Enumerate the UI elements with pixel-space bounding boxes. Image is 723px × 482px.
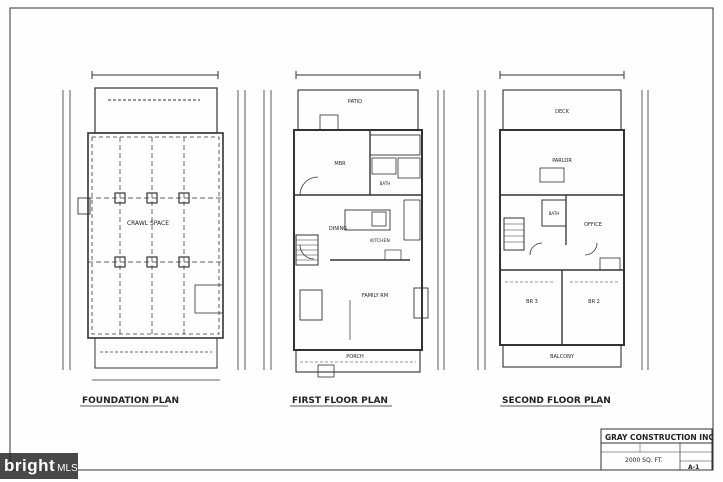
company-name: GRAY CONSTRUCTION INC [605, 433, 714, 442]
room-family: FAMILY RM [362, 293, 388, 299]
room-porch: PORCH [346, 354, 364, 360]
room-br3: BR 3 [526, 299, 538, 305]
room-parlor: PARLOR [552, 158, 572, 164]
room-mbr: MBR [334, 161, 346, 167]
room-kitchen: KITCHEN [370, 238, 390, 244]
sheet-number: A-1 [688, 464, 699, 471]
room-patio: PATIO [348, 99, 362, 105]
foundation-plan [62, 71, 246, 381]
room-balcony: BALCONY [550, 354, 575, 360]
first-floor-plan-title: FIRST FLOOR PLAN [292, 396, 388, 406]
foundation-plan-title: FOUNDATION PLAN [82, 396, 179, 406]
room-bath-first: BATH [380, 181, 391, 186]
area-label: 2000 SQ. FT. [625, 457, 663, 464]
second-floor-plan [477, 71, 649, 370]
sheet-border [9, 7, 714, 471]
room-office: OFFICE [584, 222, 602, 228]
first-floor-plan [263, 71, 445, 378]
watermark-brand: bright [4, 456, 56, 475]
room-br2: BR 2 [588, 299, 600, 305]
room-dining: DINING [329, 226, 347, 232]
room-bath-second: BATH [549, 211, 560, 216]
room-deck: DECK [555, 109, 570, 115]
watermark-suffix: MLS [57, 463, 78, 474]
crawl-space-label: CRAWL SPACE [127, 220, 169, 227]
second-floor-plan-title: SECOND FLOOR PLAN [502, 396, 611, 406]
title-block [600, 428, 713, 471]
